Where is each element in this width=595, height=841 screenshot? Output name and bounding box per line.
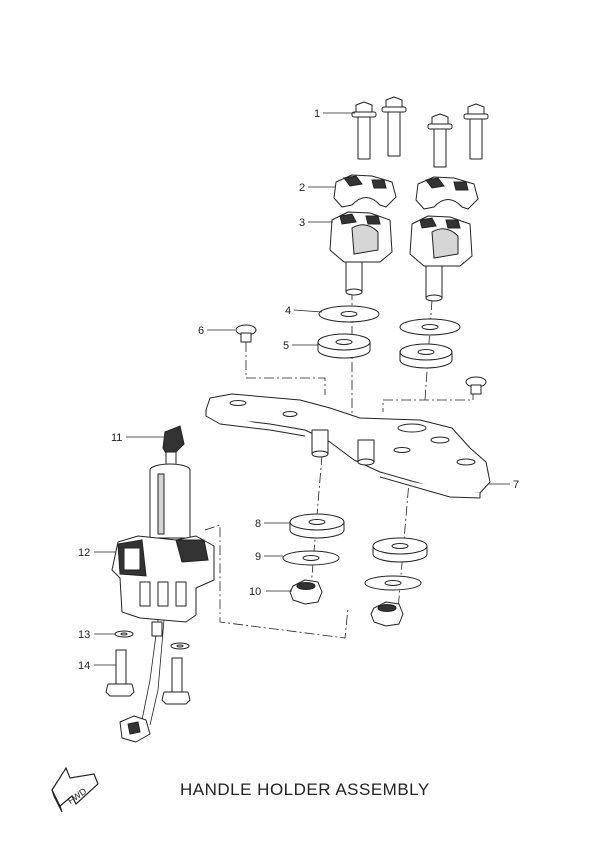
part-12-ignition-lock xyxy=(111,463,215,743)
callout-7: 7 xyxy=(513,479,519,491)
part-11-key xyxy=(162,425,185,467)
leader-lines xyxy=(94,112,510,666)
part-13-washers xyxy=(114,630,190,650)
bolt xyxy=(463,103,489,160)
callout-10: 10 xyxy=(249,586,261,598)
callout-14: 14 xyxy=(78,660,90,672)
part-14-shear-bolts xyxy=(105,649,191,705)
callout-2: 2 xyxy=(299,182,305,194)
part-5-dampers xyxy=(317,333,453,369)
callout-12: 12 xyxy=(78,547,90,559)
callout-6: 6 xyxy=(198,325,204,337)
part-6-screws xyxy=(235,324,487,395)
callout-11: 11 xyxy=(111,432,122,444)
part-2-upper-holders xyxy=(333,174,479,210)
bolt xyxy=(351,101,377,160)
part-9-washers xyxy=(282,550,422,591)
part-7-bridge-plate xyxy=(205,393,491,499)
callout-9: 9 xyxy=(255,551,261,563)
bolt xyxy=(427,113,453,168)
part-8-lower-dampers xyxy=(289,513,428,563)
callout-13: 13 xyxy=(78,629,90,641)
diagram-title: HANDLE HOLDER ASSEMBLY xyxy=(180,780,430,799)
part-1-bolts xyxy=(351,96,489,168)
callout-5: 5 xyxy=(283,340,289,352)
callout-4: 4 xyxy=(285,305,291,317)
part-10-nuts xyxy=(289,579,404,627)
callout-3: 3 xyxy=(299,217,305,229)
bolt xyxy=(381,96,407,157)
callout-1: 1 xyxy=(314,108,320,120)
callouts: 1 2 3 4 5 6 7 8 9 10 11 12 13 14 xyxy=(78,108,519,672)
part-3-lower-holders xyxy=(329,211,473,302)
callout-8: 8 xyxy=(255,518,261,530)
fwd-arrow-icon: FWD xyxy=(51,766,99,813)
part-4-washers xyxy=(318,305,461,336)
